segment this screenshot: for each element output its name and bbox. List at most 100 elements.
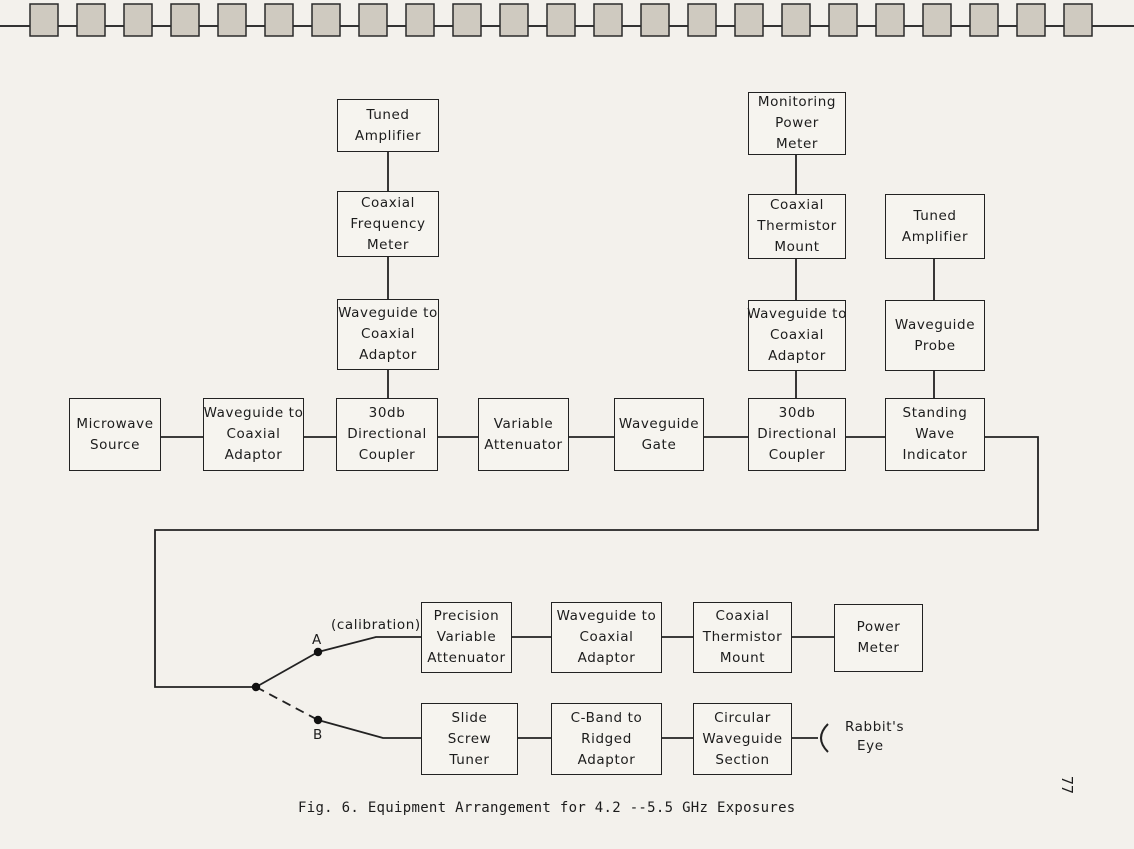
block-label-line: Amplifier	[901, 228, 969, 245]
binding-loop	[734, 3, 764, 37]
block-label-line: Power	[856, 619, 901, 635]
block-label-line: Standing	[902, 405, 968, 421]
calibration-label: (calibration)	[331, 617, 421, 633]
block-label-line: Tuned	[913, 207, 957, 224]
block-label-line: Tuned	[366, 106, 410, 123]
block-label-line: Adaptor	[577, 650, 636, 666]
binding-loop	[875, 3, 905, 37]
binding-loop	[311, 3, 341, 37]
block-label-line: Attenuator	[427, 650, 506, 666]
binding-loop	[969, 3, 999, 37]
block-label-line: Probe	[914, 337, 956, 354]
block-label-line: Mount	[774, 239, 820, 255]
binding-loop	[123, 3, 153, 37]
block-label-line: Frequency	[350, 215, 426, 232]
binding-loop	[264, 3, 294, 37]
binding-loop	[452, 3, 482, 37]
block-label-line: Adaptor	[768, 348, 826, 364]
binding-loop	[499, 3, 529, 37]
binding-loop	[546, 3, 576, 37]
binding-loop	[76, 3, 106, 37]
figure-caption: Fig. 6. Equipment Arrangement for 4.2 --…	[298, 800, 796, 816]
block-label-line: Coupler	[768, 447, 826, 463]
block-label-line: Gate	[641, 436, 677, 453]
binding-loop	[687, 3, 717, 37]
block-label-line: Ridged	[581, 730, 632, 747]
block-label-line: Precision	[433, 608, 500, 624]
switch-a-label: A	[312, 632, 322, 648]
block-label-line: Meter	[857, 640, 900, 656]
block-label-line: Tuner	[449, 751, 490, 768]
binding-loop	[1063, 3, 1093, 37]
block-label-line: Screw	[447, 730, 492, 747]
block-label-line: Coaxial	[226, 426, 281, 442]
binding-loop	[1016, 3, 1046, 37]
block-label-line: Coaxial	[361, 194, 415, 211]
block-label-line: Slide	[451, 709, 488, 726]
binding-loop	[217, 3, 247, 37]
rabbits-eye-label-line2: Eye	[857, 738, 884, 754]
block-label-line: Waveguide to	[338, 305, 438, 321]
block-label-line: Waveguide	[894, 316, 976, 333]
block-label-line: Thermistor	[757, 218, 837, 234]
block-label-line: Coaxial	[715, 608, 770, 624]
block-label-line: Adaptor	[577, 751, 636, 768]
block-label-line: Monitoring	[757, 94, 837, 110]
block-label-line: Adaptor	[224, 447, 283, 463]
block-label-line: Circular	[714, 709, 771, 726]
binding-loop	[922, 3, 952, 37]
block-label-line: Waveguide	[618, 415, 700, 432]
binding-loop	[593, 3, 623, 37]
block-label-line: Variable	[493, 415, 554, 432]
block-label-line: Adaptor	[359, 347, 417, 363]
block-label-line: Coupler	[358, 447, 416, 463]
rabbits-eye-label-line1: Rabbit's	[845, 719, 905, 735]
notebook-binding	[0, 3, 1134, 37]
block-label-line: Meter	[775, 136, 819, 152]
block-label-line: Meter	[366, 236, 410, 253]
block-label-line: Section	[715, 751, 770, 768]
block-label-line: Power	[775, 115, 819, 131]
block-label-line: Wave	[915, 426, 955, 442]
binding-loop	[29, 3, 59, 37]
binding-loop	[781, 3, 811, 37]
block-label-line: Coaxial	[770, 197, 824, 213]
block-label-line: Coaxial	[579, 629, 634, 645]
block-label-line: Waveguide to	[747, 306, 847, 322]
block-label-line: Mount	[719, 650, 766, 666]
block-label-line: Variable	[436, 629, 497, 645]
switch-b-label: B	[313, 727, 323, 743]
block-label-line: Microwave	[76, 415, 154, 432]
binding-loop	[358, 3, 388, 37]
block-label-line: Attenuator	[484, 436, 563, 453]
block-label-line: Thermistor	[702, 629, 783, 645]
binding-loop	[828, 3, 858, 37]
block-label-line: Indicator	[902, 447, 968, 463]
block-label-line: Source	[90, 436, 140, 453]
binding-loop	[405, 3, 435, 37]
block-label-line: Amplifier	[354, 127, 422, 144]
block-label-line: Coaxial	[770, 327, 824, 343]
block-label-line: Coaxial	[361, 326, 415, 342]
